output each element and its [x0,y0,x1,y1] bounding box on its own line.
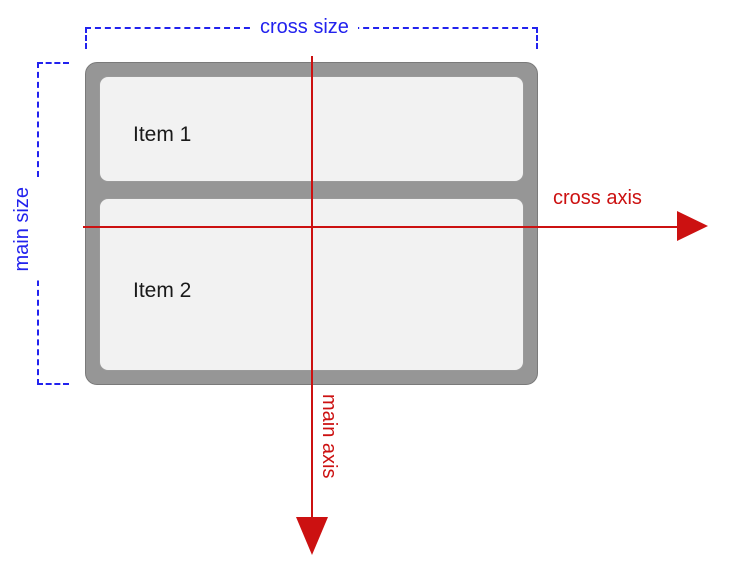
cross-size-label: cross size [251,15,358,39]
main-axis-arrowhead-icon [296,517,328,555]
flex-item-1-label: Item 1 [133,123,192,146]
main-size-label: main size [10,178,40,281]
main-axis-line [311,56,313,522]
cross-axis-label: cross axis [553,187,642,209]
cross-axis-arrowhead-icon [677,211,708,241]
main-size-bracket [37,62,69,385]
main-axis-label: main axis [318,394,340,479]
cross-axis-line [83,226,684,228]
flex-item-2-label: Item 2 [133,279,192,302]
